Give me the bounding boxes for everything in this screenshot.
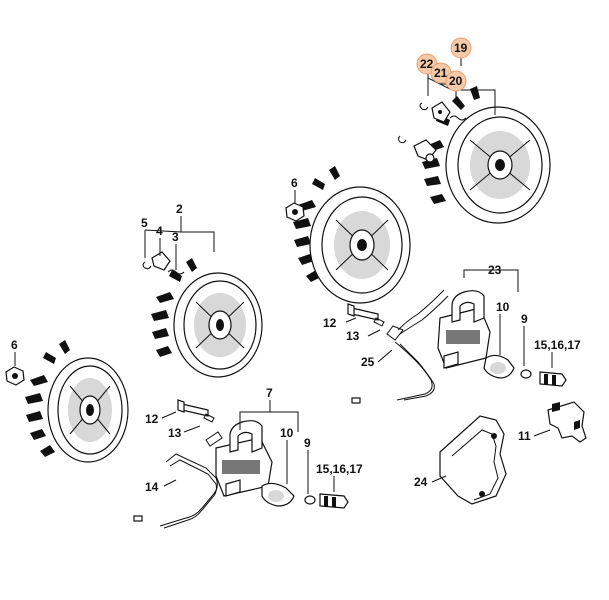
callout-22: 22 — [420, 57, 434, 71]
pawl-assembly-2-top — [398, 135, 437, 163]
callout-2: 2 — [176, 202, 183, 216]
callout-20: 20 — [449, 74, 463, 88]
callout-19: 19 — [454, 41, 468, 55]
flywheel-19[interactable] — [422, 86, 551, 224]
flywheel-center[interactable] — [293, 166, 411, 304]
spark-cap-10-right[interactable] — [483, 354, 515, 379]
callout-13-left: 13 — [168, 426, 182, 440]
washer-9-left[interactable] — [304, 495, 316, 505]
flywheel-bottom-left[interactable] — [25, 340, 129, 463]
screw-12-left[interactable] — [177, 399, 209, 417]
callout-19-highlight — [450, 37, 472, 59]
callout-3: 3 — [172, 230, 179, 244]
callout-25: 25 — [361, 355, 375, 369]
nut-6-center[interactable] — [285, 202, 305, 222]
nut-6-left[interactable] — [5, 366, 25, 386]
callout-7: 7 — [266, 386, 273, 400]
callout-11: 11 — [518, 429, 531, 443]
cover-24[interactable] — [439, 415, 507, 505]
callout-4: 4 — [156, 224, 163, 238]
wire-harness-14[interactable] — [133, 431, 223, 529]
callout-15-16-17-right: 15,16,17 — [534, 338, 581, 352]
flywheel-2[interactable] — [151, 258, 263, 378]
callout-20-highlight — [445, 70, 467, 92]
spark-cap-10-left[interactable] — [261, 482, 295, 507]
washer-13-right[interactable] — [373, 317, 385, 327]
callout-6-left: 6 — [11, 338, 18, 352]
bracket-11[interactable] — [547, 401, 587, 443]
callout-6-center: 6 — [291, 176, 298, 190]
callout-23: 23 — [488, 263, 502, 277]
screw-12-right[interactable] — [347, 303, 379, 321]
plug-15-left[interactable] — [319, 493, 349, 509]
washer-9-right[interactable] — [520, 369, 532, 379]
clip-22[interactable] — [419, 102, 429, 111]
callout-15-16-17-left: 15,16,17 — [316, 462, 363, 476]
callout-12-right: 12 — [323, 316, 337, 330]
washer-13-left[interactable] — [203, 413, 215, 423]
callout-9-left: 9 — [304, 436, 311, 450]
callout-21: 21 — [434, 66, 448, 80]
pawl-parts-left — [142, 251, 185, 275]
ignition-module-23[interactable] — [437, 290, 491, 369]
wire-harness-25[interactable] — [351, 289, 449, 404]
callout-24: 24 — [414, 475, 428, 489]
callout-13-right: 13 — [346, 329, 360, 343]
callout-10-left: 10 — [280, 426, 294, 440]
spring-20[interactable] — [449, 115, 467, 121]
pawl-21[interactable] — [431, 101, 451, 123]
ignition-module-7[interactable] — [215, 420, 273, 497]
callout-9-right: 9 — [521, 312, 528, 326]
callout-5: 5 — [141, 216, 148, 230]
callout-10-right: 10 — [496, 300, 510, 314]
callout-12-left: 12 — [145, 412, 159, 426]
plug-15-right[interactable] — [539, 371, 567, 387]
callout-14: 14 — [145, 480, 159, 494]
